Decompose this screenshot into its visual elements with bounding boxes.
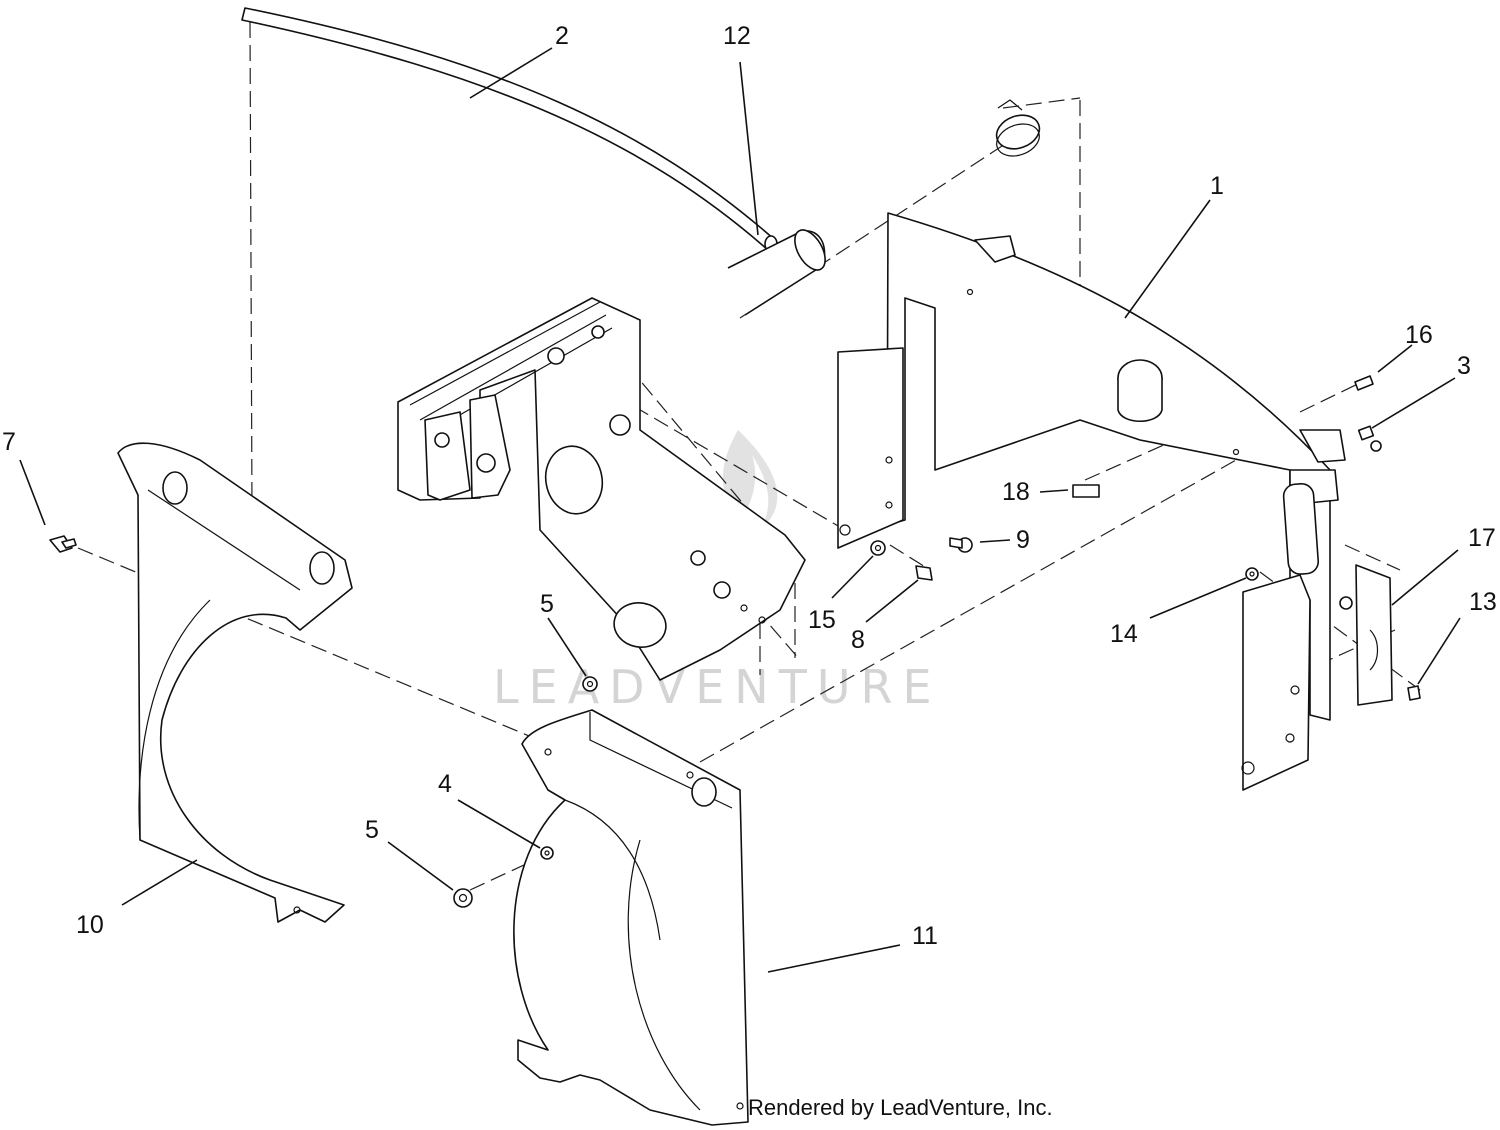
nut-15: [870, 540, 886, 556]
callout-numbers: 1 2 3 4 5 5 7 8 9 10 11 12 13 14 15 16 1…: [2, 22, 1497, 950]
render-credit: Rendered by LeadVenture, Inc.: [748, 1095, 1053, 1120]
right-fan-shroud-part: [513, 709, 749, 1126]
assembly-lines: [77, 21, 1421, 891]
callout-9: 9: [1016, 526, 1030, 554]
callout-13: 13: [1469, 588, 1497, 616]
bolt-16: [1354, 375, 1374, 391]
nut-5-upper: [582, 676, 598, 692]
bolt-9: [949, 537, 973, 553]
nut-5-lower: [453, 888, 473, 908]
callout-11: 11: [912, 922, 938, 950]
watermark-text: LEADVENTURE: [493, 660, 942, 714]
callout-1: 1: [1210, 172, 1224, 200]
bolt-3: [1357, 425, 1382, 452]
nut-17: [1339, 596, 1353, 610]
decal-label-part: [1072, 484, 1100, 498]
main-shroud-plate: [837, 212, 1346, 791]
callout-15: 15: [808, 606, 836, 634]
callout-14: 14: [1110, 620, 1138, 648]
callout-4: 4: [438, 770, 452, 798]
mounting-plate-part: [1355, 564, 1393, 706]
hose-clamp-part: [995, 99, 1041, 157]
left-fan-shroud-part: [117, 442, 353, 923]
callout-8: 8: [851, 626, 865, 654]
callout-7: 7: [2, 428, 16, 456]
seal-strip-part: [241, 7, 778, 253]
callout-16: 16: [1405, 321, 1433, 349]
bolt-7: [49, 535, 77, 553]
callout-10: 10: [76, 911, 104, 939]
callout-3: 3: [1457, 352, 1471, 380]
callout-2: 2: [555, 22, 569, 50]
callout-17: 17: [1468, 524, 1496, 552]
hose-part: [727, 229, 826, 316]
bolt-8: [915, 565, 933, 581]
callout-12: 12: [723, 22, 751, 50]
bolt-13: [1407, 685, 1421, 701]
washer-4: [540, 846, 554, 860]
callout-5-upper: 5: [540, 590, 554, 618]
nut-14: [1245, 567, 1259, 581]
callout-5-lower: 5: [365, 816, 379, 844]
leader-lines: [19, 47, 1461, 973]
center-bracket-part: [397, 297, 806, 681]
callout-18: 18: [1002, 478, 1030, 506]
